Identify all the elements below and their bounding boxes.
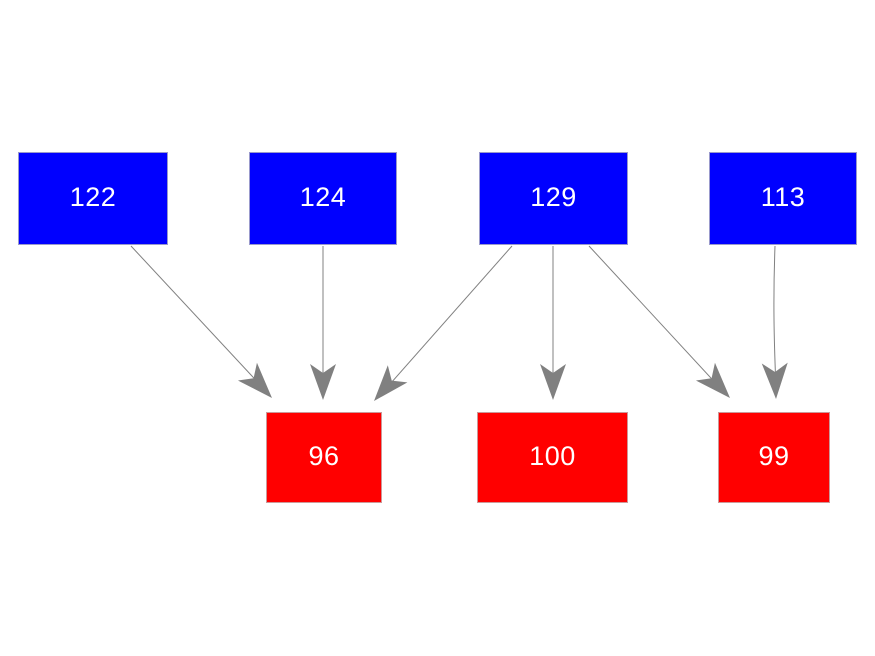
arrowhead-129-to-100 — [540, 364, 566, 400]
node-122[interactable]: 122 — [18, 152, 168, 245]
node-99[interactable]: 99 — [718, 412, 830, 503]
edge-129-to-96 — [382, 245, 513, 393]
edges-group — [130, 245, 777, 393]
node-label: 100 — [529, 441, 576, 471]
edge-122-to-96 — [130, 245, 266, 391]
node-label: 113 — [760, 182, 806, 212]
node-100[interactable]: 100 — [477, 412, 628, 503]
node-129[interactable]: 129 — [479, 152, 628, 245]
arrowheads-group — [237, 362, 788, 401]
arrowhead-122-to-96 — [237, 362, 272, 398]
node-label: 124 — [299, 182, 347, 212]
arrowhead-113-to-99 — [761, 362, 788, 399]
node-label: 99 — [758, 441, 790, 471]
edge-129-to-99 — [588, 245, 723, 391]
node-label: 129 — [530, 182, 577, 212]
node-124[interactable]: 124 — [249, 152, 397, 245]
node-label: 122 — [69, 182, 117, 212]
arrowhead-124-to-96 — [310, 364, 336, 400]
node-113[interactable]: 113 — [709, 152, 857, 245]
edge-113-to-99 — [773, 245, 777, 389]
node-96[interactable]: 96 — [266, 412, 382, 503]
arrowhead-129-to-99 — [695, 362, 730, 398]
arrowhead-129-to-96 — [374, 365, 408, 401]
node-label: 96 — [308, 441, 340, 471]
